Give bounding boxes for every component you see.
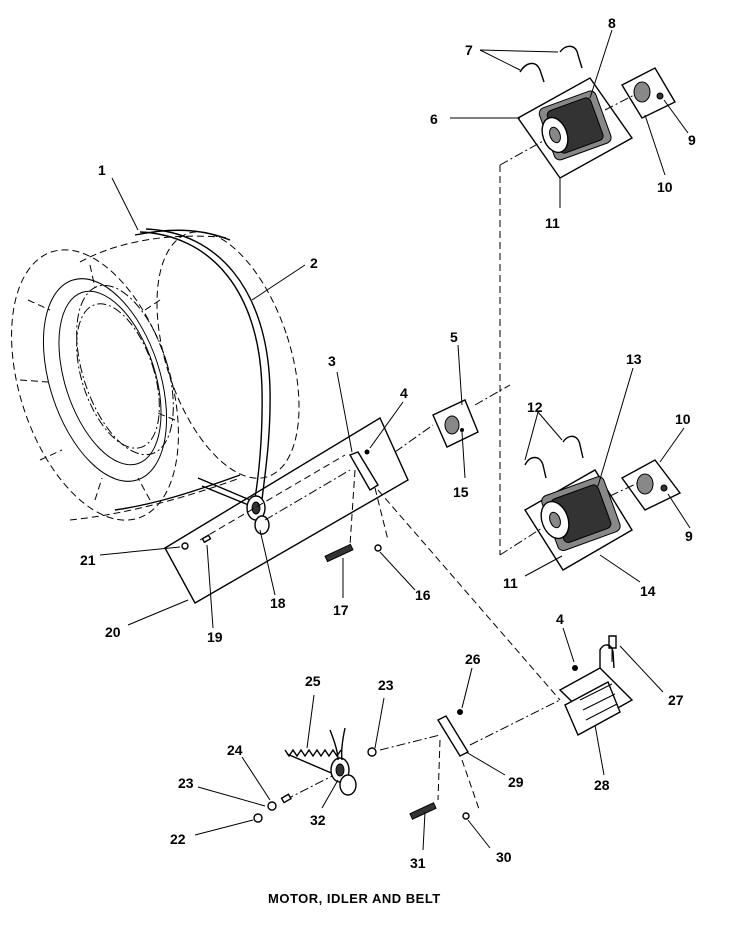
idler-pulley: [246, 495, 270, 535]
dashed-guide-1: [377, 489, 561, 701]
callout-11a: 11: [545, 215, 560, 231]
callout-2: 2: [310, 255, 318, 271]
callout-4b: 4: [556, 611, 564, 627]
callout-17: 17: [333, 602, 349, 618]
callout-31: 31: [410, 855, 426, 871]
callout-6: 6: [430, 111, 438, 127]
callout-32: 32: [310, 812, 326, 828]
callout-23b: 23: [378, 677, 394, 693]
upper-motor-assembly: [499, 45, 641, 555]
callout-26: 26: [465, 651, 481, 667]
callout-16: 16: [415, 587, 431, 603]
callout-20: 20: [105, 624, 121, 640]
callout-28: 28: [594, 777, 610, 793]
callout-1: 1: [98, 162, 106, 178]
callout-3: 3: [328, 353, 336, 369]
callout-30: 30: [496, 849, 512, 865]
callout-25: 25: [305, 673, 321, 689]
callout-27: 27: [668, 692, 684, 708]
callout-7: 7: [465, 42, 473, 58]
lower-pulley: [620, 459, 682, 511]
callout-29: 29: [508, 774, 524, 790]
callout-8: 8: [608, 15, 616, 31]
hardware-21-19: [181, 534, 212, 550]
lower-motor-assembly: [499, 435, 641, 571]
callout-12: 12: [527, 399, 543, 415]
callout-15: 15: [453, 484, 469, 500]
callout-10a: 10: [657, 179, 673, 195]
base-plate: [164, 416, 409, 604]
callout-18: 18: [270, 595, 286, 611]
lower-idler-assembly: [253, 699, 561, 823]
motor-pulley-5: [394, 384, 511, 453]
callout-5: 5: [450, 329, 458, 345]
callout-22: 22: [170, 831, 186, 847]
callout-14: 14: [640, 583, 656, 599]
callout-19: 19: [207, 629, 223, 645]
callout-13: 13: [626, 351, 642, 367]
idler-arm: [324, 449, 389, 563]
diagram-caption: MOTOR, IDLER AND BELT: [268, 891, 441, 906]
leader-lines: [99, 29, 691, 851]
callout-numbers: 1 2 3 4 5 6 7 8 9 10 11 12 13 14 15 16 1…: [80, 15, 696, 871]
drum: [11, 229, 300, 521]
callout-9b: 9: [685, 528, 693, 544]
callout-11b: 11: [503, 575, 518, 591]
callout-23a: 23: [178, 775, 194, 791]
callout-9a: 9: [688, 132, 696, 148]
upper-pulley: [621, 67, 676, 119]
motor-bracket: [558, 635, 634, 736]
callout-10b: 10: [675, 411, 691, 427]
callout-21: 21: [80, 552, 96, 568]
callout-4a: 4: [400, 385, 408, 401]
callout-24: 24: [227, 742, 243, 758]
drive-belt: [139, 228, 271, 509]
